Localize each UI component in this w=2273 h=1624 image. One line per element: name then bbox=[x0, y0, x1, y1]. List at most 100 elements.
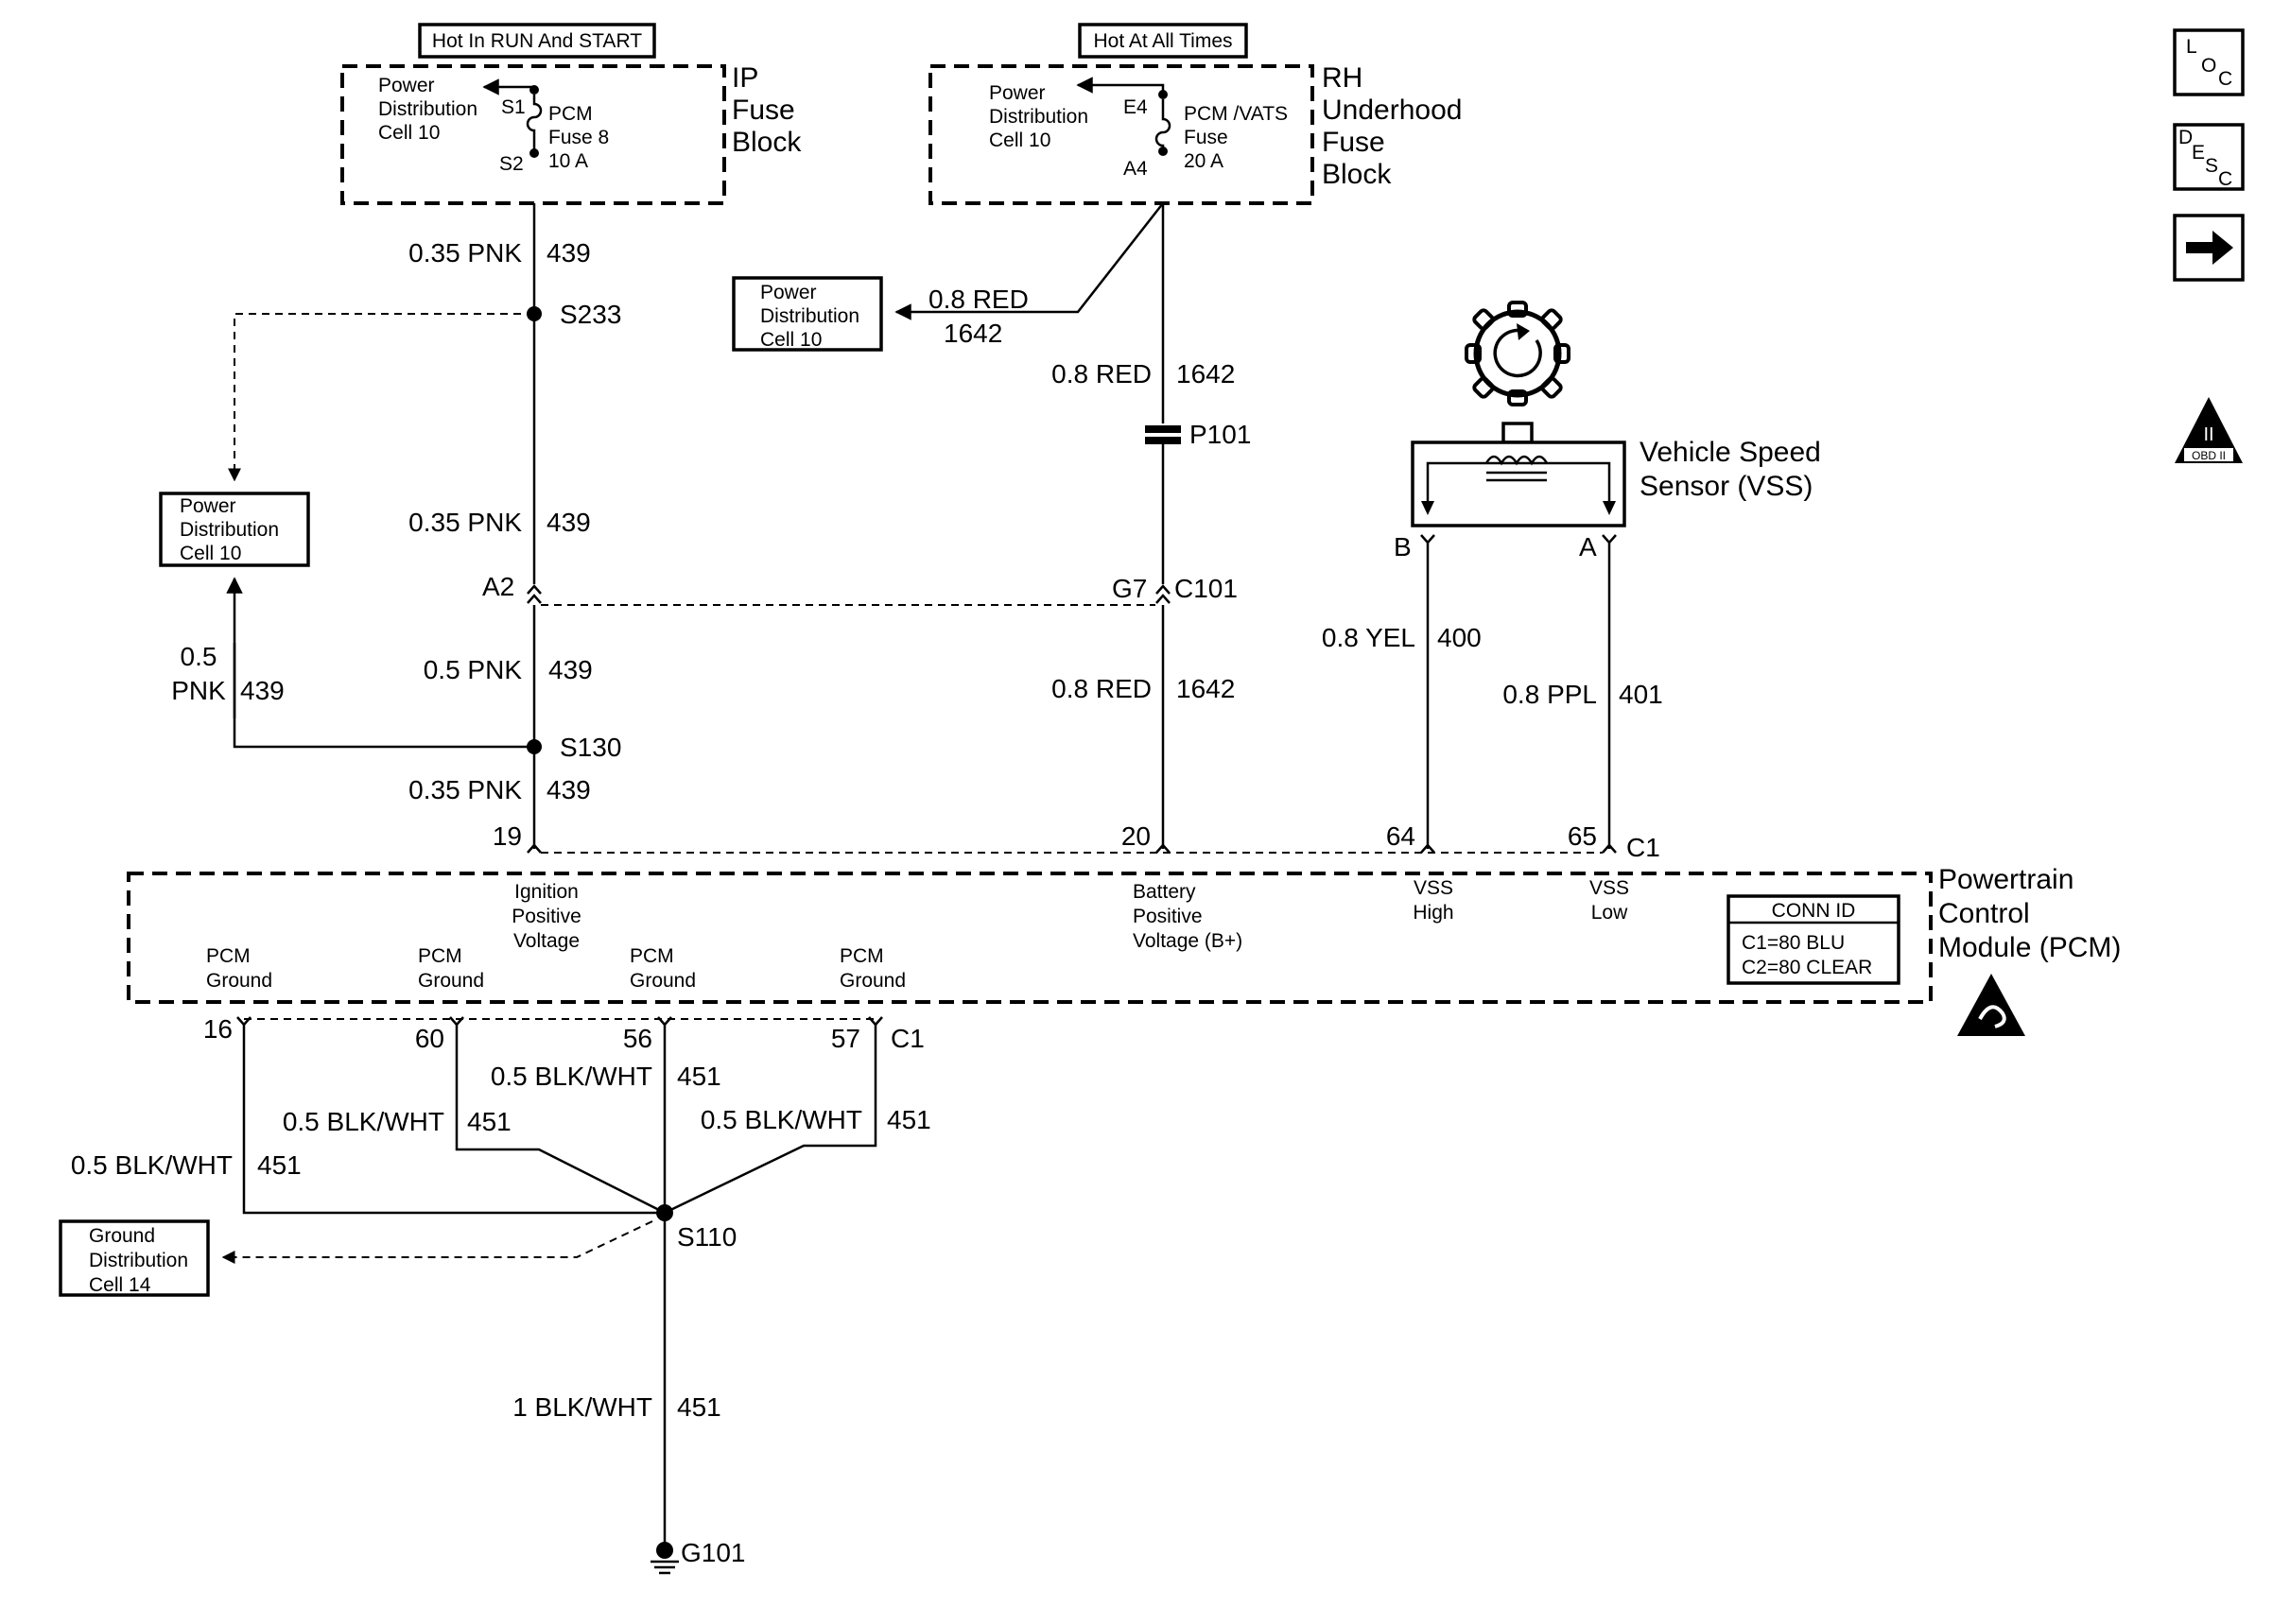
vss-pin-b-symbol bbox=[1420, 534, 1435, 544]
vehicle-speed-sensor: Vehicle Speed Sensor (VSS) B A bbox=[1394, 301, 1821, 561]
wire-1642-branch-circuit: 1642 bbox=[944, 319, 1002, 348]
pin-19-symbol bbox=[527, 843, 542, 854]
vss-pin-b: B bbox=[1394, 532, 1412, 561]
connector-p101-symbol-2 bbox=[1145, 437, 1181, 444]
wire-451-main-color: 1 BLK/WHT bbox=[512, 1392, 652, 1422]
rh-pd-label-2: Distribution bbox=[989, 106, 1088, 128]
pin-56-symbol bbox=[657, 1016, 672, 1027]
pd-left-line-2: Distribution bbox=[180, 519, 279, 541]
ground-g101-icon bbox=[651, 1542, 679, 1575]
pcm-ign-2: Positive bbox=[512, 906, 581, 927]
connector-c1-bottom: C1 bbox=[891, 1024, 925, 1053]
ip-fuse-pin-dot-2 bbox=[529, 148, 539, 158]
connector-c101-symbol bbox=[1155, 584, 1171, 604]
pcm-pin-60: 60 bbox=[415, 1024, 444, 1053]
desc-icon[interactable]: D E S C bbox=[2173, 123, 2245, 191]
wire-451-p56-color: 0.5 BLK/WHT bbox=[491, 1062, 652, 1091]
pcm-ground-16-1: PCM bbox=[206, 945, 251, 967]
pcm-pin-64: 64 bbox=[1386, 821, 1415, 851]
obd-ii-label: OBD II bbox=[2192, 449, 2226, 462]
svg-text:II: II bbox=[2203, 424, 2213, 445]
pcm-pin-56: 56 bbox=[623, 1024, 652, 1053]
rh-fuse-block-title-1: RH bbox=[1322, 62, 1362, 94]
wire-439-d-circuit: 439 bbox=[547, 775, 591, 804]
vss-name-1: Vehicle Speed bbox=[1640, 437, 1821, 468]
pcm-ground-56-1: PCM bbox=[630, 945, 674, 967]
connector-g7: G7 bbox=[1112, 574, 1147, 603]
svg-text:L: L bbox=[2186, 36, 2197, 58]
s130-branch bbox=[226, 577, 534, 749]
svg-text:O: O bbox=[2201, 55, 2216, 77]
rh-pin-a4: A4 bbox=[1123, 158, 1148, 180]
loc-icon[interactable]: L O C bbox=[2173, 28, 2245, 96]
ip-fuse-8-symbol bbox=[526, 95, 543, 151]
ip-fuse-block-title-2: Fuse bbox=[732, 95, 795, 126]
wire-439-a-color: 0.35 PNK bbox=[408, 238, 522, 268]
pcm-ground-16-2: Ground bbox=[206, 970, 272, 992]
ip-fuse-block-header-box bbox=[418, 23, 656, 59]
pcm-vss-low-2: Low bbox=[1591, 902, 1628, 924]
ip-fuse-label-2: Fuse 8 bbox=[548, 127, 609, 148]
pd-left-line-3: Cell 10 bbox=[180, 543, 241, 564]
connector-c101: C101 bbox=[1174, 574, 1238, 603]
pcm-pin-16: 16 bbox=[203, 1014, 233, 1044]
rh-fuse-pin-dot bbox=[1158, 90, 1168, 99]
pcm-pin-65: 65 bbox=[1568, 821, 1597, 851]
splice-s110: S110 bbox=[677, 1222, 737, 1252]
circuit-400-401: 0.8 YEL 400 0.8 PPL 401 64 65 C1 bbox=[541, 543, 1663, 862]
s110-dashed-branch bbox=[221, 1220, 653, 1264]
circuit-1642: 0.8 RED 1642 0.8 RED 1642 P101 G7 C101 0… bbox=[894, 202, 1251, 854]
rh-fuse-block-title-3: Fuse bbox=[1322, 127, 1385, 158]
conn-id-c1: C1=80 BLU bbox=[1742, 932, 1845, 954]
wire-451-p60-circuit: 451 bbox=[467, 1107, 512, 1136]
gd-line-1: Ground bbox=[89, 1225, 155, 1247]
wire-439-c-color: 0.5 PNK bbox=[424, 655, 523, 684]
pcm-title-2: Control bbox=[1938, 898, 2030, 929]
ip-fuse-label-3: 10 A bbox=[548, 150, 588, 172]
wire-451-main-circuit: 451 bbox=[677, 1392, 721, 1422]
reluctor-wheel-icon bbox=[1465, 301, 1570, 406]
vss-body bbox=[1411, 441, 1626, 527]
vss-coil-frame bbox=[1426, 461, 1611, 510]
vss-name-2: Sensor (VSS) bbox=[1640, 471, 1813, 502]
vss-pin-a-symbol bbox=[1602, 534, 1617, 544]
ground-g101: G101 bbox=[681, 1538, 746, 1567]
pcm-vss-high-2: High bbox=[1413, 902, 1453, 924]
ip-fuse-pin-dot bbox=[529, 85, 539, 95]
wire-439-b-circuit: 439 bbox=[547, 508, 591, 537]
wire-401-circuit: 401 bbox=[1619, 680, 1663, 709]
wire-400-color: 0.8 YEL bbox=[1322, 623, 1415, 652]
splice-s130: S130 bbox=[560, 733, 621, 762]
ground-distribution-cell-14[interactable]: Ground Distribution Cell 14 bbox=[59, 1219, 210, 1297]
power-distribution-cell-10-right[interactable]: Power Distribution Cell 10 bbox=[732, 276, 883, 352]
wire-401-color: 0.8 PPL bbox=[1502, 680, 1597, 709]
wire-1642-b-circuit: 1642 bbox=[1176, 674, 1235, 703]
svg-text:E: E bbox=[2192, 142, 2205, 164]
wire-1642-b-color: 0.8 RED bbox=[1051, 674, 1152, 703]
s233-dashed-branch bbox=[228, 313, 534, 482]
connector-c1-top: C1 bbox=[1626, 833, 1660, 862]
arrow-right-icon[interactable] bbox=[2173, 214, 2245, 282]
wire-451-p16-circuit: 451 bbox=[257, 1150, 302, 1180]
pd-right-line-3: Cell 10 bbox=[760, 329, 822, 351]
wire-1642-a-color: 0.8 RED bbox=[1051, 359, 1152, 389]
wire-439-branch-circuit: 439 bbox=[240, 676, 285, 705]
rh-fuse-label-1: PCM /VATS bbox=[1184, 103, 1288, 125]
wire-439-d-color: 0.35 PNK bbox=[408, 775, 522, 804]
connector-p101: P101 bbox=[1189, 420, 1251, 449]
power-distribution-cell-10-left[interactable]: Power Distribution Cell 10 bbox=[159, 492, 310, 567]
ip-fuse-block-title-1: IP bbox=[732, 62, 758, 94]
pcm-ign-3: Voltage bbox=[513, 930, 580, 952]
wire-1642-branch bbox=[894, 202, 1164, 320]
pcm-ign-1: Ignition bbox=[514, 881, 579, 903]
wire-439-b-color: 0.35 PNK bbox=[408, 508, 522, 537]
pcm-bat-1: Battery bbox=[1133, 881, 1196, 903]
pcm-title-1: Powertrain bbox=[1938, 864, 2073, 895]
conn-id-title: CONN ID bbox=[1772, 900, 1856, 922]
pin-20-symbol bbox=[1155, 843, 1171, 854]
pcm-bat-3: Voltage (B+) bbox=[1133, 930, 1242, 952]
rh-pin-e4: E4 bbox=[1123, 96, 1148, 118]
connector-a2: A2 bbox=[482, 572, 514, 601]
rh-pd-label-1: Power bbox=[989, 82, 1046, 104]
